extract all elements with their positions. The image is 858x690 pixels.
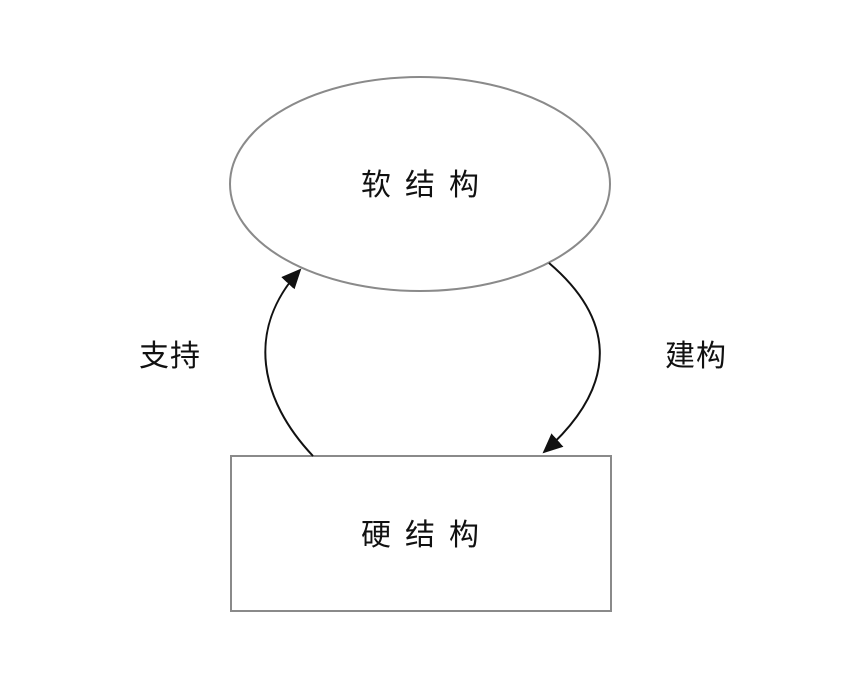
hard-structure-rect: [230, 455, 612, 612]
edge-construct: 建构: [542, 262, 727, 454]
edge-support: 支持: [139, 268, 314, 457]
node-hard-structure: 硬结构: [230, 455, 612, 612]
soft-structure-label: 软结构: [361, 168, 493, 203]
construct-label: 建构: [665, 339, 727, 374]
construct-arrow: [542, 262, 601, 454]
support-label: 支持: [139, 339, 201, 374]
soft-structure-ellipse: [229, 76, 611, 292]
support-arrow: [264, 268, 314, 457]
hard-structure-label: 硬结构: [361, 518, 493, 553]
node-soft-structure: 软结构: [229, 76, 611, 292]
